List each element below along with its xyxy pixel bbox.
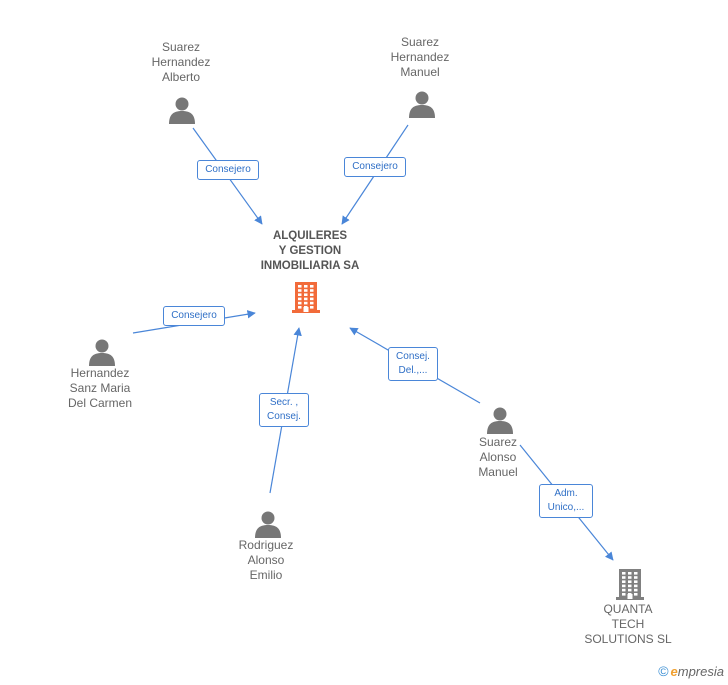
node-label-p5: Suarez Alonso Manuel <box>478 435 518 479</box>
edge-label-p5-main[interactable]: Consej. Del.,... <box>388 347 438 381</box>
edge-label-p4-main[interactable]: Secr. , Consej. <box>259 393 309 427</box>
copyright-icon: © <box>658 663 669 679</box>
person-icon[interactable] <box>87 337 117 372</box>
edge-label-p3-main[interactable]: Consejero <box>163 305 225 326</box>
node-label-p3: Hernandez Sanz Maria Del Carmen <box>67 366 133 410</box>
person-icon[interactable] <box>167 95 197 130</box>
person-icon[interactable] <box>407 89 437 124</box>
node-label-p4: Rodriguez Alonso Emilio <box>238 538 294 582</box>
brand-name: mpresia <box>677 664 724 679</box>
building-icon[interactable] <box>290 280 322 319</box>
empresia-credit[interactable]: ©empresia <box>658 663 724 679</box>
person-icon[interactable] <box>485 405 515 440</box>
person-icon[interactable] <box>253 509 283 544</box>
brand-initial: e <box>670 664 678 679</box>
edge-label-p5-c2[interactable]: Adm. Unico,... <box>539 484 593 518</box>
node-label-main: ALQUILERES Y GESTION INMOBILIARIA SA <box>260 230 360 272</box>
node-label-p1: Suarez Hernandez Alberto <box>151 40 211 84</box>
edge-label-p2-main[interactable]: Consejero <box>344 156 406 177</box>
node-label-p2: Suarez Hernandez Manuel <box>390 35 450 79</box>
building-icon[interactable] <box>614 567 646 606</box>
node-label-c2: QUANTA TECH SOLUTIONS SL <box>584 602 672 646</box>
edge-label-p1-main[interactable]: Consejero <box>197 159 259 180</box>
